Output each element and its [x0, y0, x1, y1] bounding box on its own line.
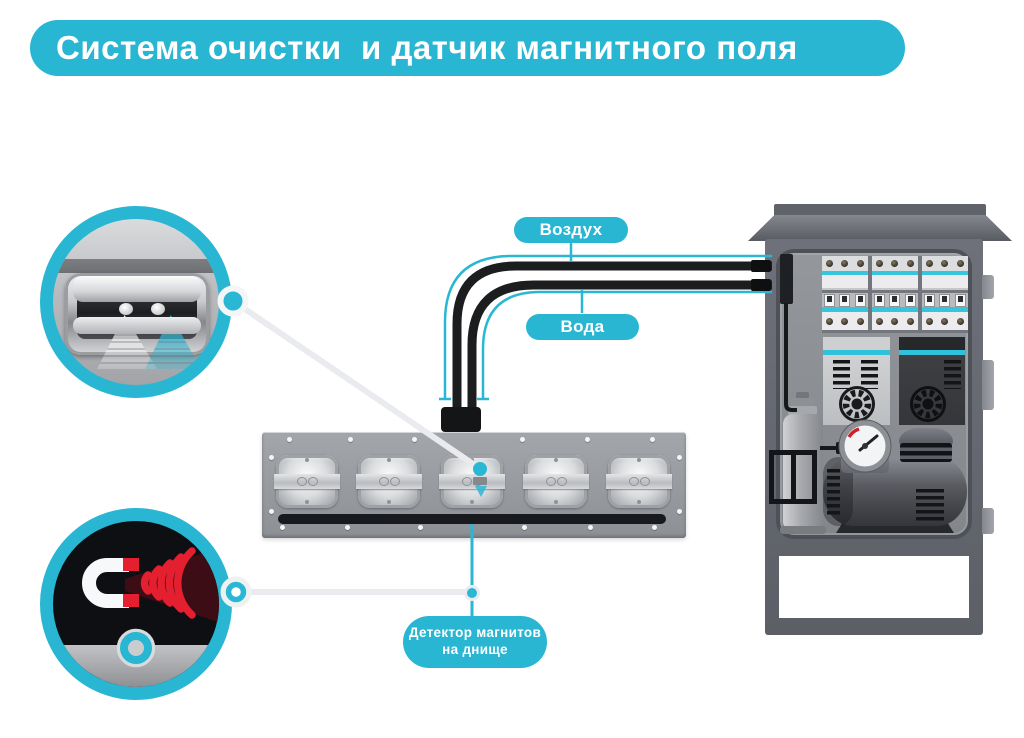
pocket-clamp-band [274, 474, 340, 489]
compressor-fins [827, 469, 840, 515]
tube-sleeve [751, 260, 771, 272]
circuit-breaker-icon [872, 256, 918, 333]
power-supply-left-stripe [823, 350, 890, 355]
callout-anchor-ring-inner [225, 581, 247, 603]
tank-cap [791, 398, 814, 407]
panel-nozzle [473, 477, 487, 485]
sensor-ring-icon [120, 632, 152, 664]
cable-duct [780, 254, 793, 304]
magnet-pole [123, 558, 139, 571]
water-pipe [784, 303, 797, 412]
detector-label: Детектор магнитов на днище [403, 616, 547, 668]
cabinet-hinge [982, 508, 994, 534]
compressor-head-fins [900, 443, 952, 462]
cabinet-stand-opening [779, 556, 969, 618]
compressor-head [899, 428, 953, 446]
compressor-vent [916, 489, 944, 522]
rivet [585, 437, 590, 442]
tank-valve [796, 392, 809, 399]
panel-nozzle-spray [475, 486, 487, 497]
callout-anchor-ring [217, 285, 249, 317]
magnet-pole [123, 594, 139, 607]
circuit-breakers [822, 256, 968, 333]
manifold-pocket [274, 455, 340, 508]
tank-foot [780, 526, 826, 534]
circuit-breaker-icon [922, 256, 968, 333]
rivet [418, 525, 423, 530]
cabinet-hinge [982, 275, 994, 299]
vent-grille [833, 360, 850, 389]
manifold-pocket [523, 455, 589, 508]
rivet [287, 437, 292, 442]
rivet [269, 455, 274, 460]
detector-label-line1: Детектор магнитов [408, 625, 542, 641]
rivet [650, 437, 655, 442]
tube-connector-block [441, 407, 481, 432]
nozzle-clamp-bar [73, 276, 201, 302]
cabinet-hinge [982, 360, 994, 410]
water-tube [467, 280, 772, 409]
rivet [412, 437, 417, 442]
nozzle-tip [151, 303, 165, 315]
rivet [348, 437, 353, 442]
nozzle-tip [119, 303, 133, 315]
water-label: Вода [526, 314, 639, 340]
vent-grille [944, 360, 961, 389]
circuit-breaker-icon [822, 256, 868, 333]
fan-icon [839, 386, 875, 422]
manifold-panel [262, 432, 686, 538]
rivet [588, 525, 593, 530]
power-supply-right-stripe [899, 350, 965, 355]
magnet-icon [82, 558, 129, 608]
title-banner: Система очистки и датчик магнитного поля [30, 20, 905, 76]
spray-slot-shadow [53, 259, 219, 273]
nozzle-clamp-bar-bottom [73, 317, 201, 334]
page-title: Система очистки и датчик магнитного поля [56, 29, 798, 66]
cabinet-roof-lip [774, 204, 986, 217]
cabinet-roof [748, 215, 1012, 241]
tube-sleeve [751, 279, 771, 291]
junction-dot [467, 588, 477, 598]
manifold-pocket [439, 455, 505, 508]
air-label: Воздух [514, 217, 628, 243]
pocket-clamp-band [606, 474, 672, 489]
air-tube [452, 261, 772, 409]
magnet-sensor-graphic [82, 547, 196, 668]
power-supply-left-cap [823, 337, 890, 350]
tank-neck [788, 406, 817, 415]
rivet [652, 525, 657, 530]
detector-label-line2: на днище [442, 642, 508, 657]
water-label-text: Вода [560, 317, 605, 336]
pocket-clamp-band [356, 474, 422, 489]
rivet [269, 509, 274, 514]
manifold-pocket [356, 455, 422, 508]
rivet [522, 525, 527, 530]
fan-icon [910, 386, 946, 422]
air-label-text: Воздух [539, 220, 603, 239]
magnet-detector-strip [278, 514, 666, 524]
rivet [280, 525, 285, 530]
rivet [677, 509, 682, 514]
rivet [677, 455, 682, 460]
pressure-gauge-icon [838, 419, 892, 473]
vent-grille [861, 360, 878, 389]
magnet-sensor-callout [40, 508, 232, 700]
signal-waves-icon [140, 547, 196, 619]
rivet [520, 437, 525, 442]
power-supply-right-cap [899, 337, 965, 350]
cyan-guide-lines [439, 243, 772, 616]
manifold-pocket [606, 455, 672, 508]
pocket-clamp-band [523, 474, 589, 489]
nozzle-point-dot [473, 462, 487, 476]
spray-callout-line [230, 298, 482, 471]
tank-bracket-bar [791, 450, 796, 504]
rivet [345, 525, 350, 530]
sensor-ring-outer [116, 628, 156, 668]
